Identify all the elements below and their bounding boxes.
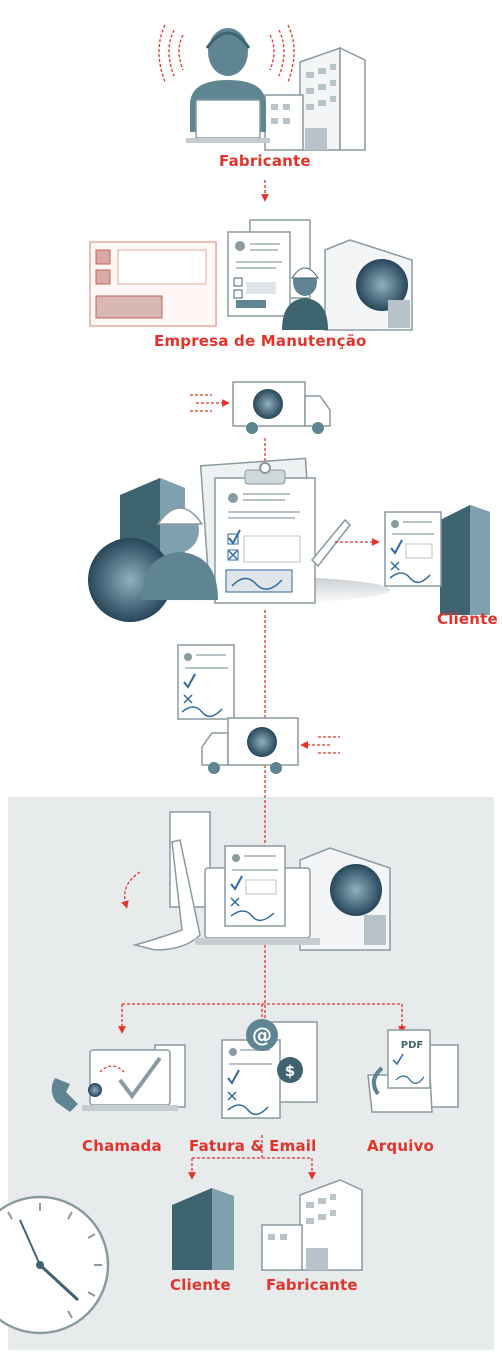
pdf-label: PDF (401, 1040, 423, 1051)
manufacturer-operator-icon (158, 24, 366, 151)
delivery-truck-icon (190, 381, 331, 434)
label-empresa-manutencao: Empresa de Manutenção (154, 332, 367, 350)
return-truck-icon (177, 644, 340, 774)
label-arquivo: Arquivo (367, 1137, 435, 1155)
label-fabricante-bottom: Fabricante (266, 1276, 358, 1294)
label-chamada: Chamada (82, 1137, 162, 1155)
label-fabricante-top: Fabricante (219, 152, 311, 170)
label-fatura-email: Fatura & Email (189, 1137, 317, 1155)
call-icon (51, 1044, 186, 1112)
svg-text:@: @ (252, 1023, 272, 1047)
archive-icon: PDF (367, 1029, 459, 1113)
client-document-icon (384, 505, 490, 615)
label-cliente-right: Cliente (437, 610, 498, 628)
label-cliente-bottom: Cliente (170, 1276, 231, 1294)
client-building-icon (172, 1188, 234, 1270)
maintenance-company-icon (89, 219, 413, 331)
manufacturer-building-icon (261, 1179, 363, 1271)
svg-text:$: $ (285, 1062, 295, 1080)
invoice-email-icon: @ $ (221, 1019, 318, 1119)
final-split-arrows (188, 1135, 316, 1180)
clock-icon (0, 1195, 110, 1335)
office-workstation-icon (121, 811, 391, 951)
service-signoff-icon (88, 457, 390, 622)
